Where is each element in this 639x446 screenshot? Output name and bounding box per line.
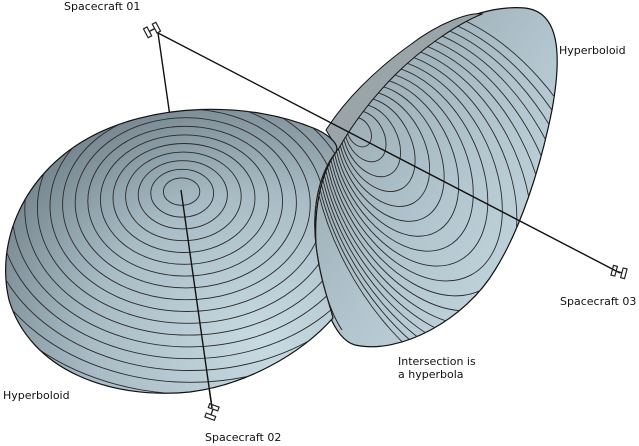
- spacecraft-02-label: Spacecraft 02: [205, 431, 282, 444]
- left-contour-ring: [99, 134, 270, 265]
- spacecraft-01-label: Spacecraft 01: [64, 0, 141, 13]
- hyperboloid-right-rim: [325, 13, 484, 152]
- intersection-curve: [314, 151, 343, 331]
- left-contour-ring: [87, 125, 284, 277]
- left-contour-ring: [62, 109, 311, 301]
- left-contour-ring: [24, 109, 337, 336]
- left-contour-ring: [162, 177, 201, 206]
- left-contour-ring: [36, 109, 337, 324]
- spacecraft-02-icon: [204, 402, 220, 422]
- spacecraft-03-icon: [610, 264, 628, 280]
- left-contour-ring: [5, 109, 337, 360]
- spacecraft-03-label: Spacecraft 03: [560, 295, 637, 308]
- spacecraft-01-icon: [142, 21, 162, 39]
- baseline-01-02-front: [180, 189, 213, 409]
- left-contour-ring: [137, 160, 228, 230]
- left-contour-ring: [74, 117, 297, 289]
- baseline-01-03: [157, 32, 621, 274]
- left-contour-ring: [125, 151, 242, 242]
- intersection-label: Intersection is a hyperbola: [398, 355, 476, 381]
- hyperboloid-right-label: Hyperboloid: [559, 44, 626, 57]
- left-contour-ring: [112, 143, 256, 253]
- left-contour-ring: [5, 109, 337, 371]
- hyperboloid-left-label: Hyperboloid: [3, 389, 70, 402]
- left-contour-ring: [150, 168, 215, 218]
- left-contour-ring: [5, 109, 337, 383]
